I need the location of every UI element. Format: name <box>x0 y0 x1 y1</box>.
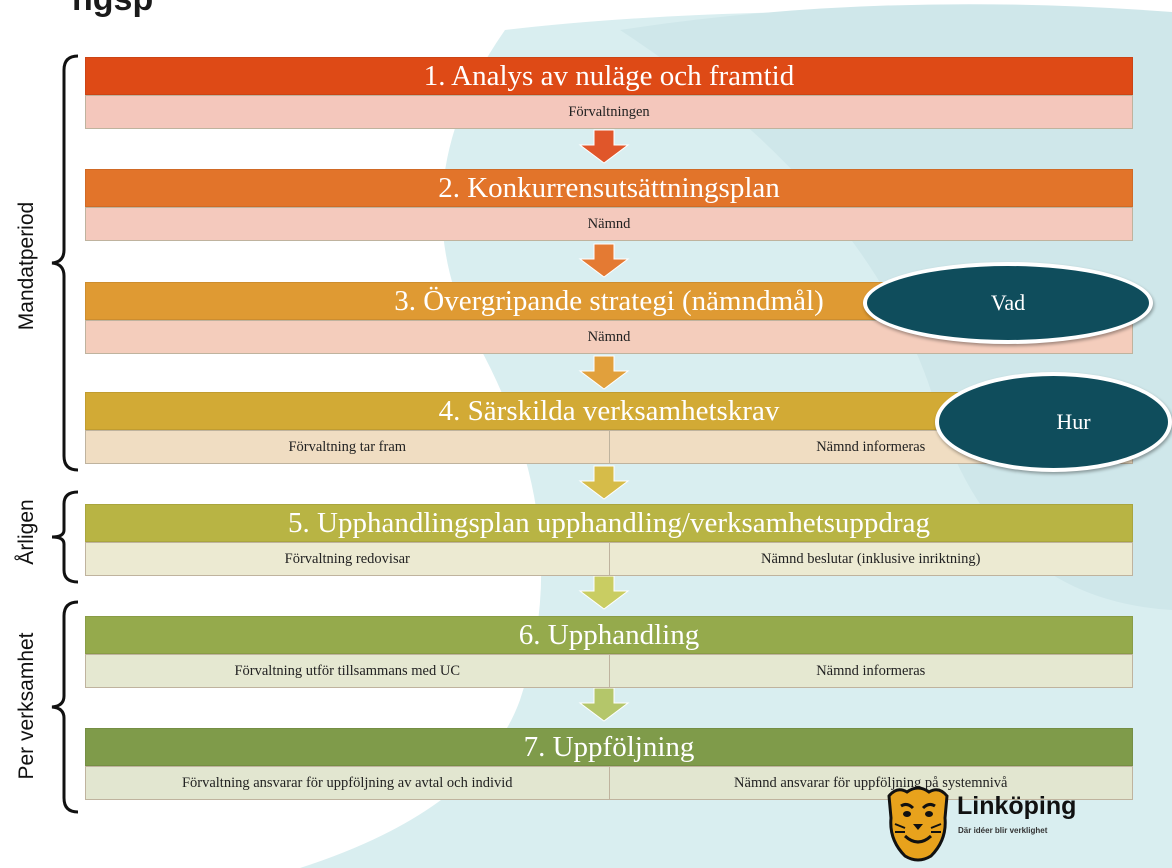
step-1: 1. Analys av nuläge och framtid Förvaltn… <box>85 57 1133 129</box>
step-5-responsibility: Förvaltning redovisar Nämnd beslutar (in… <box>85 542 1133 576</box>
step-5-title: 5. Upphandlingsplan upphandling/verksamh… <box>85 504 1133 542</box>
step-1-responsibility: Förvaltningen <box>85 95 1133 129</box>
step-6-title: 6. Upphandling <box>85 616 1133 654</box>
step-2-responsibility: Nämnd <box>85 207 1133 241</box>
label-mandatperiod: Mandatperiod <box>15 201 38 331</box>
step-7-title: 7. Uppföljning <box>85 728 1133 766</box>
step-1-title: 1. Analys av nuläge och framtid <box>85 57 1133 95</box>
step-7: 7. Uppföljning Förvaltning ansvarar för … <box>85 728 1133 800</box>
lion-icon <box>887 786 949 862</box>
step-6: 6. Upphandling Förvaltning utför tillsam… <box>85 616 1133 688</box>
step-7-responsibility: Förvaltning ansvarar för uppföljning av … <box>85 766 1133 800</box>
step-2-cell: Nämnd <box>85 207 1133 241</box>
arrow-down-icon <box>578 687 630 722</box>
bracket-mandatperiod <box>51 54 79 472</box>
step-5: 5. Upphandlingsplan upphandling/verksamh… <box>85 504 1133 576</box>
step-7-cell-right: Nämnd ansvarar för uppföljning på system… <box>609 766 1133 800</box>
step-6-responsibility: Förvaltning utför tillsammans med UC Näm… <box>85 654 1133 688</box>
logo-tagline: Där idéer blir verklighet <box>958 826 1048 835</box>
arrow-down-icon <box>578 355 630 390</box>
step-5-cell-right: Nämnd beslutar (inklusive inriktning) <box>609 542 1133 576</box>
oval-hur: Hur <box>935 372 1172 472</box>
step-1-cell: Förvaltningen <box>85 95 1133 129</box>
step-4-cell-left: Förvaltning tar fram <box>85 430 610 464</box>
step-7-cell-left: Förvaltning ansvarar för uppföljning av … <box>85 766 610 800</box>
label-per-verksamhet: Per verksamhet <box>15 632 38 780</box>
linkoping-logo: Linköping Där idéer blir verklighet <box>883 784 1123 864</box>
step-2-title: 2. Konkurrensutsättningsplan <box>85 169 1133 207</box>
logo-name: Linköping <box>957 792 1077 820</box>
step-6-cell-right: Nämnd informeras <box>609 654 1133 688</box>
oval-vad-label: Vad <box>990 290 1026 315</box>
bracket-arligen <box>51 490 79 584</box>
arrow-down-icon <box>578 575 630 610</box>
oval-vad: Vad <box>863 262 1153 344</box>
arrow-down-icon <box>578 465 630 500</box>
step-2: 2. Konkurrensutsättningsplan Nämnd <box>85 169 1133 241</box>
oval-hur-label: Hur <box>1056 409 1091 434</box>
label-arligen: Årligen <box>15 499 38 565</box>
page-title-text: ngsp <box>72 0 153 19</box>
page-title-fragment: ngsp <box>0 0 300 44</box>
arrow-down-icon <box>578 243 630 278</box>
step-5-cell-left: Förvaltning redovisar <box>85 542 610 576</box>
step-6-cell-left: Förvaltning utför tillsammans med UC <box>85 654 610 688</box>
arrow-down-icon <box>578 129 630 164</box>
bracket-per-verksamhet <box>51 600 79 814</box>
